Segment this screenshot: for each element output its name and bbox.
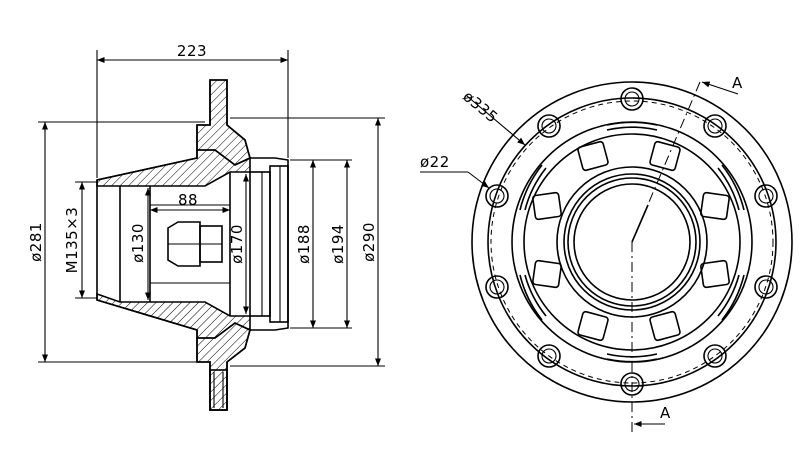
dim-thread-label: M135×3 bbox=[63, 207, 81, 274]
window bbox=[577, 310, 609, 342]
window bbox=[532, 259, 562, 289]
bolt-hole bbox=[754, 184, 778, 208]
hub-windows bbox=[532, 140, 730, 342]
dim-d188-label: ø188 bbox=[295, 224, 313, 264]
bolt-hole bbox=[537, 114, 561, 138]
bolt-hole bbox=[703, 114, 727, 138]
dim-d290: ø290 bbox=[230, 117, 385, 367]
bolt-holes bbox=[485, 87, 778, 396]
bolt-hole bbox=[703, 344, 727, 368]
wall-upper-section bbox=[96, 149, 251, 187]
dim-d130-label: ø130 bbox=[129, 223, 147, 263]
dim-bore-depth: 88 bbox=[150, 191, 230, 214]
window bbox=[700, 191, 730, 221]
dim-d188: ø188 bbox=[290, 159, 318, 329]
bore-inner bbox=[573, 183, 691, 301]
grease-nipple bbox=[167, 221, 201, 267]
dim-d194-label: ø194 bbox=[329, 224, 347, 264]
dim-223-label: 223 bbox=[177, 42, 207, 60]
window bbox=[532, 191, 562, 221]
bolt-hole bbox=[485, 184, 509, 208]
pitch-circle bbox=[490, 100, 774, 384]
dim-d170-label: ø170 bbox=[228, 224, 246, 264]
ring-slots bbox=[519, 121, 745, 363]
dim-88-label: 88 bbox=[178, 191, 198, 209]
flange-bolt bbox=[209, 369, 228, 411]
dim-overall-length: 223 bbox=[96, 42, 289, 178]
dim-hole-label: ø22 bbox=[420, 153, 450, 171]
window bbox=[649, 140, 681, 172]
section-label-bottom: A bbox=[660, 404, 671, 422]
dim-d281: ø281 bbox=[27, 121, 205, 363]
dim-pcd: ø335 bbox=[459, 87, 526, 146]
window bbox=[700, 259, 730, 289]
window bbox=[577, 140, 609, 172]
bolt-hole bbox=[620, 87, 644, 111]
dim-thread: M135×3 bbox=[63, 181, 97, 299]
front-view: A A ø335 ø22 bbox=[420, 74, 793, 432]
section-line-a-a: A A bbox=[631, 74, 743, 432]
hub-outline bbox=[96, 79, 289, 411]
bolt-hole bbox=[754, 275, 778, 299]
wall-lower-section bbox=[96, 292, 251, 339]
bolt-hole bbox=[485, 275, 509, 299]
window bbox=[649, 310, 681, 342]
dim-d281-label: ø281 bbox=[27, 222, 45, 262]
dim-d290-label: ø290 bbox=[360, 222, 378, 262]
dim-d170: ø170 bbox=[228, 174, 250, 314]
dim-d194: ø194 bbox=[318, 159, 352, 329]
dim-d130: ø130 bbox=[129, 188, 152, 300]
dim-hole: ø22 bbox=[420, 153, 490, 189]
section-view: 223 88 ø281 M135×3 ø130 ø17 bbox=[27, 42, 385, 411]
bolt-hole bbox=[537, 344, 561, 368]
section-label-top: A bbox=[732, 74, 743, 92]
dim-pcd-label: ø335 bbox=[459, 87, 501, 126]
